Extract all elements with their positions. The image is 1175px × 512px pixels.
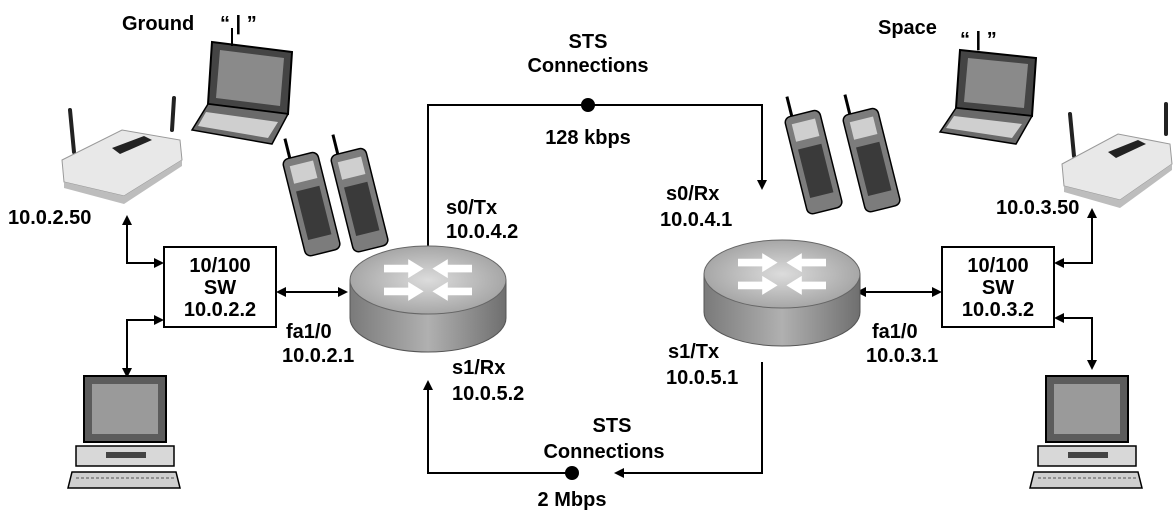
- right-router-s1-ip: 10.0.5.1: [666, 367, 738, 389]
- link-switch-right-to-ap: [1054, 208, 1097, 268]
- left-router-fa-ip: 10.0.2.1: [282, 345, 354, 367]
- top-link-node: [581, 98, 595, 112]
- left-router-icon: [349, 245, 507, 353]
- bottom-link-node: [565, 466, 579, 480]
- space-label: Space: [878, 17, 937, 39]
- left-router-s0-name: s0/Tx: [446, 197, 497, 219]
- right-router-s0-name: s0/Rx: [666, 183, 719, 205]
- link-ap-left-to-switch: [122, 215, 164, 268]
- ground-quote: “ | ”: [220, 13, 257, 35]
- left-switch: 10/100 SW 10.0.2.2: [163, 246, 277, 328]
- space-laptop-icon: [938, 48, 1038, 145]
- left-router-s0-ip: 10.0.4.2: [446, 221, 518, 243]
- right-switch-ip: 10.0.3.2: [962, 299, 1034, 321]
- bottom-sts-link: [423, 362, 763, 478]
- space-quote: “ | ”: [960, 29, 997, 51]
- ground-desktop-icon: [67, 375, 181, 489]
- bottom-link-title: STS: [593, 415, 632, 437]
- right-access-point-icon: [1061, 102, 1173, 208]
- left-switch-label: SW: [204, 277, 236, 299]
- left-router-s1-ip: 10.0.5.2: [452, 383, 524, 405]
- left-ap-ip: 10.0.2.50: [8, 207, 91, 229]
- bottom-link-subtitle: Connections: [543, 441, 664, 463]
- left-access-point-icon: [61, 96, 183, 204]
- right-router-fa-name: fa1/0: [872, 321, 918, 343]
- top-link-rate: 128 kbps: [545, 127, 631, 149]
- ground-laptop-icon: [190, 28, 294, 145]
- right-router-icon: [703, 239, 861, 347]
- right-router-s0-ip: 10.0.4.1: [660, 209, 732, 231]
- right-router-s1-name: s1/Tx: [668, 341, 719, 363]
- link-switch-right-to-pc: [1054, 313, 1097, 370]
- right-switch-label: SW: [982, 277, 1014, 299]
- link-pc-left-to-switch: [122, 315, 164, 378]
- ground-label: Ground: [122, 13, 194, 35]
- bottom-link-rate: 2 Mbps: [538, 489, 607, 511]
- top-link-subtitle: Connections: [527, 55, 648, 77]
- space-phone-icon-1: [784, 96, 843, 215]
- left-switch-speed: 10/100: [189, 255, 250, 277]
- left-switch-ip: 10.0.2.2: [184, 299, 256, 321]
- right-router-fa-ip: 10.0.3.1: [866, 345, 938, 367]
- left-router-s1-name: s1/Rx: [452, 357, 505, 379]
- left-router-fa-name: fa1/0: [286, 321, 332, 343]
- top-sts-link: [427, 104, 767, 250]
- ground-phone-icon-2: [330, 134, 389, 253]
- space-desktop-icon: [1029, 375, 1143, 489]
- space-phone-icon-2: [842, 94, 901, 213]
- top-link-title: STS: [569, 31, 608, 53]
- right-ap-ip: 10.0.3.50: [996, 197, 1079, 219]
- right-switch: 10/100 SW 10.0.3.2: [941, 246, 1055, 328]
- right-switch-speed: 10/100: [967, 255, 1028, 277]
- ground-phone-icon-1: [282, 138, 341, 257]
